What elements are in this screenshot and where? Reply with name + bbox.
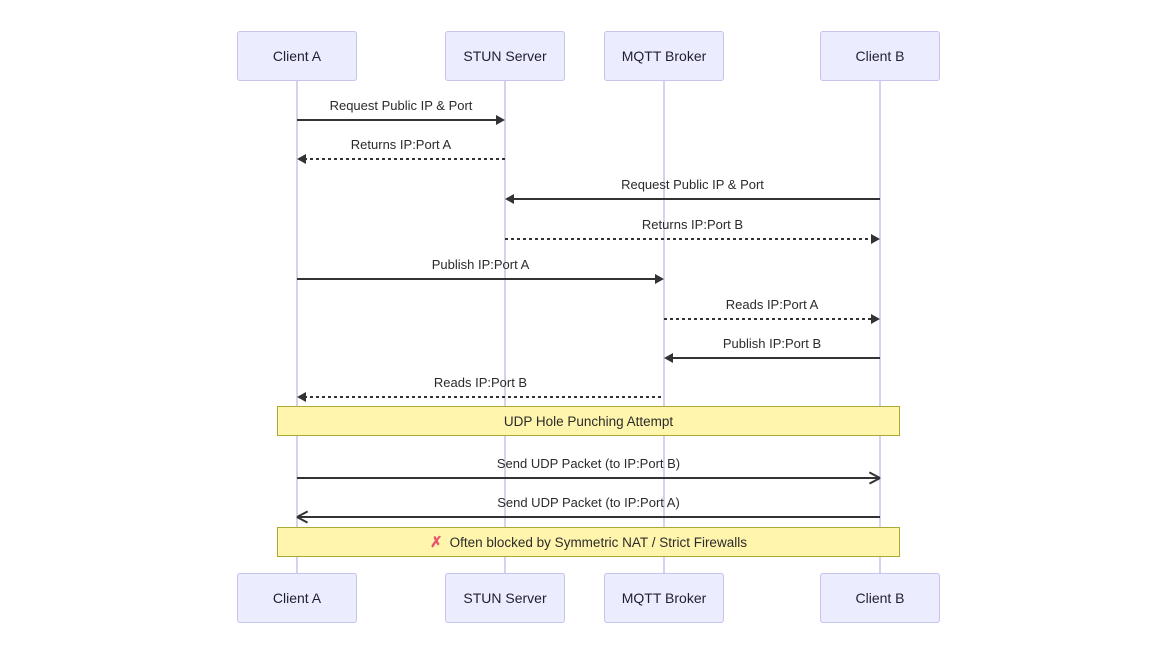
message-label: Publish IP:Port B bbox=[722, 336, 822, 351]
arrowhead-filled-icon bbox=[871, 314, 880, 324]
arrowhead-filled-icon bbox=[496, 115, 505, 125]
message-label: Request Public IP & Port bbox=[329, 98, 473, 113]
message-line bbox=[304, 396, 664, 398]
arrowhead-filled-icon bbox=[871, 234, 880, 244]
lifeline-mqtt-broker bbox=[663, 81, 665, 573]
message-label: Publish IP:Port A bbox=[431, 257, 530, 272]
actor-label: STUN Server bbox=[463, 48, 547, 64]
arrowhead-filled-icon bbox=[655, 274, 664, 284]
note-label: Often blocked by Symmetric NAT / Strict … bbox=[449, 534, 747, 550]
message-line bbox=[512, 198, 880, 200]
message-label: Returns IP:Port B bbox=[641, 217, 744, 232]
message-label: Request Public IP & Port bbox=[621, 177, 764, 192]
note-1: UDP Hole Punching Attempt bbox=[277, 406, 900, 436]
actor-label: Client A bbox=[272, 590, 322, 606]
note-label: UDP Hole Punching Attempt bbox=[503, 413, 674, 429]
message-label: Send UDP Packet (to IP:Port B) bbox=[496, 456, 681, 471]
message-line bbox=[297, 477, 879, 479]
actor-box-stun-server-bottom: STUN Server bbox=[445, 573, 565, 623]
lifeline-stun-server bbox=[504, 81, 506, 573]
actor-box-client-a-top: Client A bbox=[237, 31, 357, 81]
actor-label: Client B bbox=[855, 48, 905, 64]
actor-label: Client A bbox=[272, 48, 322, 64]
message-label: Send UDP Packet (to IP:Port A) bbox=[497, 495, 680, 510]
message-line bbox=[505, 238, 873, 240]
message-label: Reads IP:Port A bbox=[725, 297, 819, 312]
message-line bbox=[304, 158, 505, 160]
message-line bbox=[664, 318, 873, 320]
actor-label: Client B bbox=[855, 590, 905, 606]
actor-box-mqtt-broker-top: MQTT Broker bbox=[604, 31, 724, 81]
actor-label: MQTT Broker bbox=[621, 590, 707, 606]
message-line bbox=[297, 119, 498, 121]
arrowhead-filled-icon bbox=[664, 353, 673, 363]
note-2: ✗ Often blocked by Symmetric NAT / Strict… bbox=[277, 527, 900, 557]
message-label: Returns IP:Port A bbox=[350, 137, 452, 152]
actor-box-client-b-top: Client B bbox=[820, 31, 940, 81]
message-label: Reads IP:Port B bbox=[433, 375, 528, 390]
actor-box-mqtt-broker-bottom: MQTT Broker bbox=[604, 573, 724, 623]
actor-label: MQTT Broker bbox=[621, 48, 707, 64]
actor-label: STUN Server bbox=[463, 590, 547, 606]
arrowhead-filled-icon bbox=[297, 392, 306, 402]
actor-box-client-b-bottom: Client B bbox=[820, 573, 940, 623]
cross-mark-icon: ✗ bbox=[430, 533, 443, 551]
lifeline-client-a bbox=[296, 81, 298, 573]
actor-box-stun-server-top: STUN Server bbox=[445, 31, 565, 81]
message-line bbox=[298, 516, 880, 518]
message-line bbox=[671, 357, 880, 359]
arrowhead-filled-icon bbox=[505, 194, 514, 204]
lifeline-client-b bbox=[879, 81, 881, 573]
actor-box-client-a-bottom: Client A bbox=[237, 573, 357, 623]
arrowhead-filled-icon bbox=[297, 154, 306, 164]
message-line bbox=[297, 278, 657, 280]
